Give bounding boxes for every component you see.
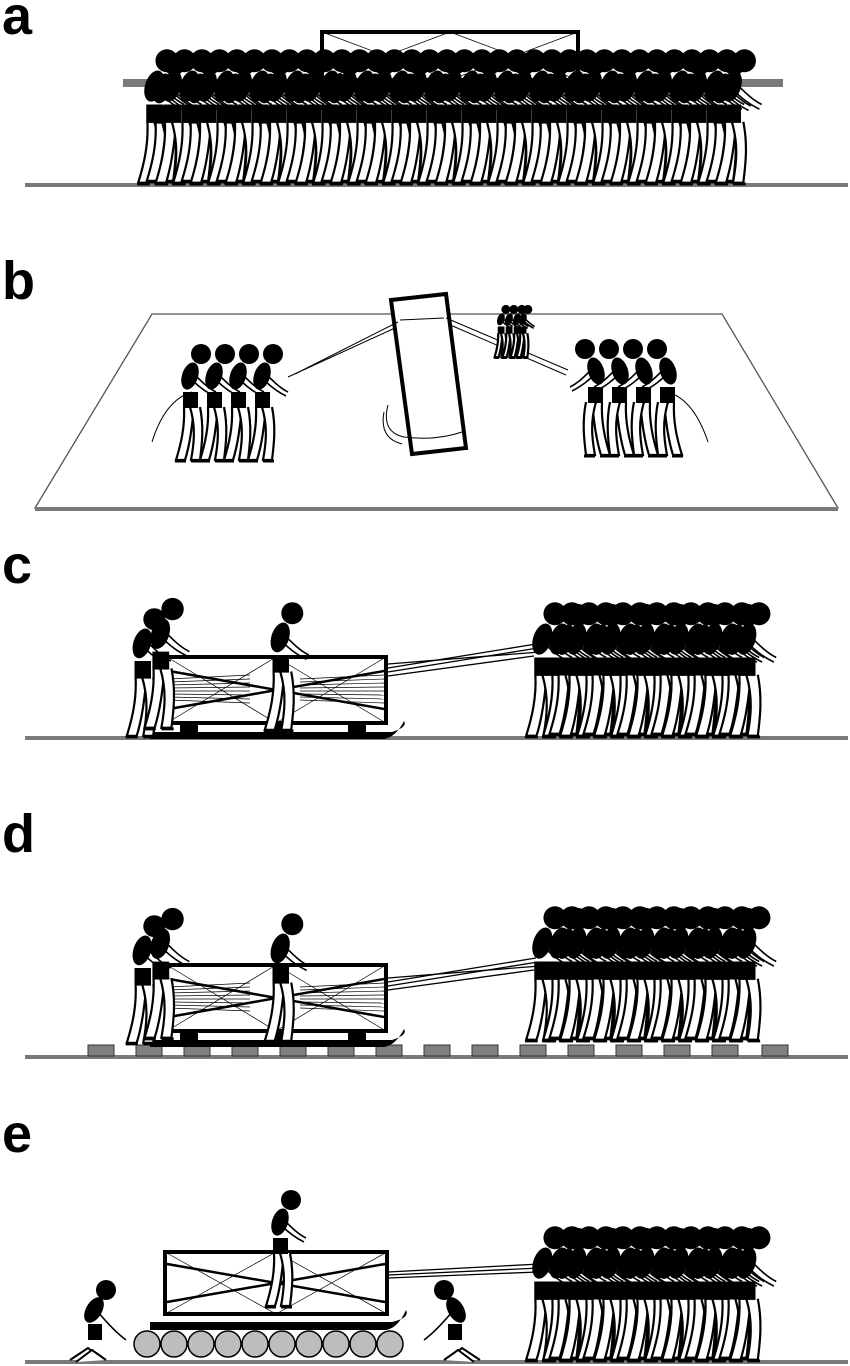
roller	[295, 1330, 323, 1358]
left-team-worker	[222, 344, 265, 463]
roller-worker-right	[423, 1280, 481, 1363]
lifting-worker	[469, 49, 518, 186]
panel-label-a: a	[2, 0, 33, 46]
panel-label-c: c	[2, 535, 32, 595]
roller	[214, 1330, 242, 1358]
sledge-worker	[263, 913, 310, 1044]
lifting-worker	[714, 49, 763, 186]
hauling-worker	[728, 602, 777, 739]
sleeper	[761, 1044, 789, 1057]
panel-a: a	[2, 0, 848, 187]
sledge-worker	[263, 602, 310, 733]
panel-b-standing-block	[382, 291, 469, 457]
panel-e-roller-workers	[69, 1280, 481, 1363]
distant-worker	[515, 304, 535, 360]
roller	[322, 1330, 350, 1358]
panel-label-d: d	[2, 804, 35, 864]
left-team-worker	[174, 344, 217, 463]
panel-d-hauling-crowd	[524, 906, 777, 1043]
panel-e-sledge-with-block	[150, 1190, 407, 1330]
hauling-worker	[660, 1226, 709, 1363]
hauling-worker	[592, 1226, 641, 1363]
panel-d: d	[2, 804, 848, 1059]
panel-e: e	[2, 1104, 848, 1364]
panel-b: b	[2, 251, 840, 511]
panel-label-b: b	[2, 251, 35, 311]
rider-worker	[264, 1190, 307, 1309]
sleeper	[663, 1044, 691, 1057]
lifting-worker	[539, 49, 588, 186]
panel-d-haul-ropes	[387, 957, 541, 991]
right-team-worker	[617, 339, 660, 458]
hauling-worker	[728, 1226, 777, 1363]
left-team-worker	[198, 344, 241, 463]
roller	[268, 1330, 296, 1358]
sleeper	[615, 1044, 643, 1057]
sleeper	[711, 1044, 739, 1057]
panel-d-sleepers	[87, 1044, 789, 1057]
sledge-worker	[143, 907, 190, 1041]
roller	[349, 1330, 377, 1358]
hauling-worker	[592, 906, 641, 1043]
right-team-worker	[569, 339, 612, 458]
roller	[376, 1330, 404, 1358]
panel-c: c	[2, 535, 848, 740]
panel-c-hauling-crowd	[524, 602, 777, 739]
sleeper	[519, 1044, 547, 1057]
panel-a-lifting-crowd	[136, 49, 763, 186]
roller	[133, 1330, 161, 1358]
left-team-worker	[246, 344, 289, 463]
hauling-worker	[728, 906, 777, 1043]
sledge-worker	[143, 597, 190, 731]
lifting-worker	[259, 49, 308, 186]
panel-c-sledge-with-block	[125, 597, 405, 739]
panel-b-pulling-teams	[174, 304, 684, 463]
lifting-worker	[329, 49, 378, 186]
sleeper	[423, 1044, 451, 1057]
sleeper	[471, 1044, 499, 1057]
hauling-worker	[694, 906, 743, 1043]
roller-worker-left	[69, 1280, 127, 1363]
panel-label-e: e	[2, 1104, 32, 1164]
sleeper	[567, 1044, 595, 1057]
roller	[160, 1330, 188, 1358]
panel-d-sledge-with-block	[125, 907, 405, 1047]
roller	[187, 1330, 215, 1358]
right-team-worker	[641, 339, 684, 458]
sleeper	[87, 1044, 115, 1057]
roller	[241, 1330, 269, 1358]
panel-c-haul-ropes	[387, 643, 541, 677]
panel-e-rollers	[133, 1330, 404, 1358]
panel-e-hauling-crowd	[524, 1226, 777, 1363]
panel-e-haul-ropes	[387, 1263, 541, 1279]
right-team-worker	[593, 339, 636, 458]
